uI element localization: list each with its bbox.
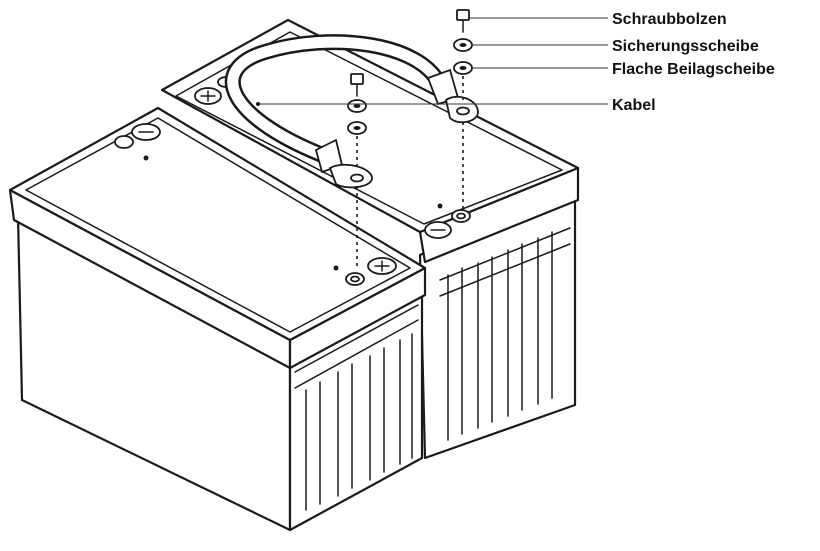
label-bolt: Schraubbolzen [612,11,727,28]
front-battery-plus-terminal [333,257,397,286]
leader-lines [256,17,608,106]
flat-washer-icon [453,61,473,75]
hardware-stack-right [453,9,473,212]
bolt-icon [456,9,470,33]
flat-washer-icon [347,121,367,135]
front-battery-minus-terminal [114,123,161,161]
front-battery [8,106,427,532]
cable-icon [224,34,479,189]
label-flat-washer: Flache Beilagscheibe [612,61,775,78]
label-cable: Kabel [612,97,656,114]
bolt-icon [350,73,364,97]
rear-battery-minus-terminal [424,203,471,239]
lock-washer-icon [347,99,367,113]
lock-washer-icon [453,38,473,52]
label-lock-washer: Sicherungsscheibe [612,38,759,55]
hardware-stack-left [347,73,367,266]
